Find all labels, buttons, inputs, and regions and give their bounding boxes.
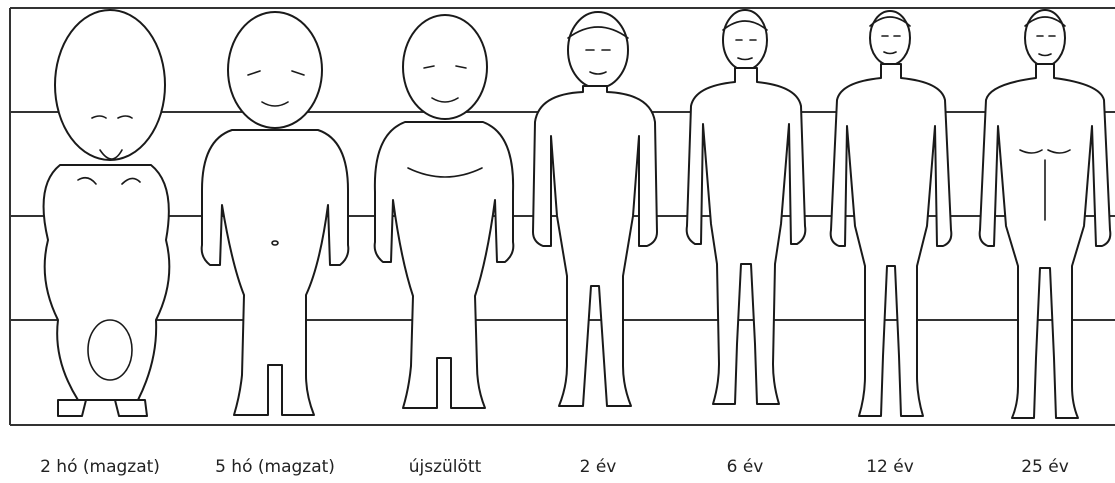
- stage-captions: 2 hó (magzat) 5 hó (magzat) újszülött 2 …: [40, 457, 1069, 477]
- figure-newborn: [375, 15, 514, 408]
- figure-youth-12-years: [831, 11, 952, 416]
- caption-25-years: 25 év: [1021, 457, 1069, 477]
- figure-child-2-years: [533, 12, 657, 406]
- figure-fetus-5-months: [202, 12, 349, 415]
- caption-12-years: 12 év: [866, 457, 914, 477]
- caption-newborn: újszülött: [409, 457, 482, 477]
- figure-adult-25-years: [980, 10, 1111, 418]
- caption-2-years: 2 év: [580, 457, 617, 477]
- figure-child-6-years: [687, 10, 806, 404]
- caption-2-months-fetus: 2 hó (magzat): [40, 457, 160, 477]
- caption-6-years: 6 év: [727, 457, 764, 477]
- caption-5-months-fetus: 5 hó (magzat): [215, 457, 335, 477]
- figure-fetus-2-months: [44, 10, 170, 416]
